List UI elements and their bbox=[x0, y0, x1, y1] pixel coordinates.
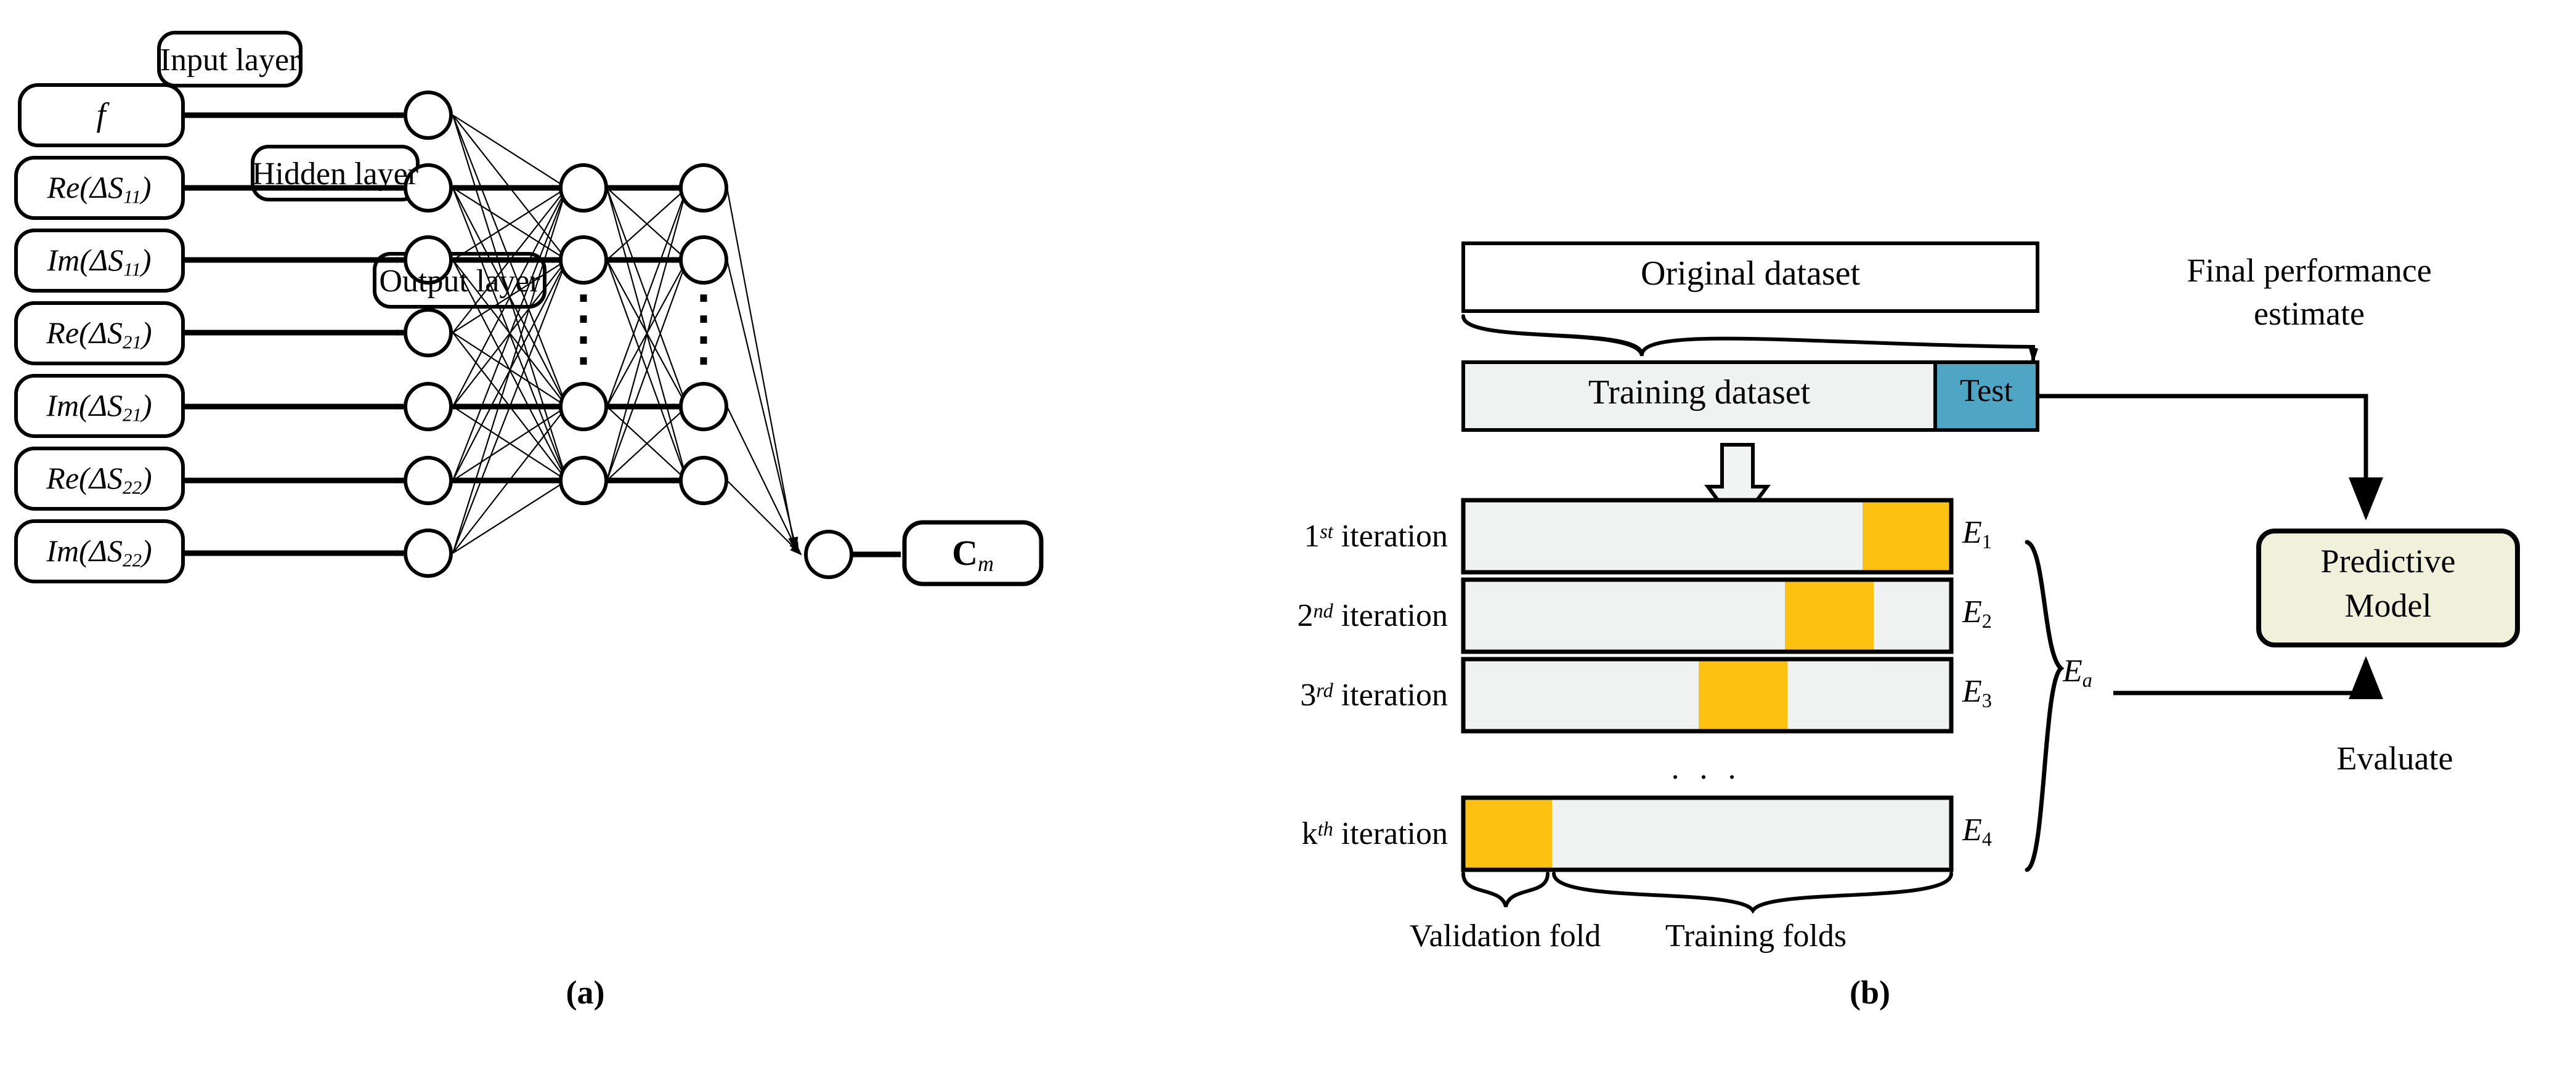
input-label-4: Im(ΔS21) bbox=[46, 388, 152, 426]
iteration-bar-1 bbox=[1461, 577, 1954, 654]
iteration-label-2: 3rd iteration bbox=[1300, 678, 1448, 713]
hidden1-neuron-2 bbox=[559, 382, 608, 431]
split-brace-left bbox=[1461, 315, 1644, 357]
panel-caption-b: (b) bbox=[1850, 974, 1890, 1011]
hidden-ellipsis bbox=[580, 294, 707, 376]
synapse-lines-h2-out bbox=[726, 187, 802, 556]
evaluate-label: Evaluate bbox=[2336, 740, 2453, 777]
hidden1-neuron-3 bbox=[559, 456, 608, 505]
iteration-bar-0 bbox=[1461, 498, 1954, 575]
input-neuron-5 bbox=[404, 456, 453, 505]
hidden-layer-label: Hidden layer bbox=[251, 156, 419, 192]
iteration-fold-1 bbox=[1785, 580, 1874, 652]
iteration-bar-3 bbox=[1461, 795, 1954, 872]
input-label-6: Im(ΔS22) bbox=[46, 533, 152, 571]
training-dataset-label: Training dataset bbox=[1588, 373, 1811, 411]
error-label-2: E3 bbox=[1962, 674, 1992, 712]
iteration-label-0: 1st iteration bbox=[1304, 519, 1448, 554]
hidden2-neuron-3 bbox=[679, 456, 728, 505]
predictive-model-line1: Predictive bbox=[2320, 543, 2456, 580]
error-label-1: E2 bbox=[1962, 594, 1992, 633]
synapse-lines-h1-h2 bbox=[606, 187, 688, 481]
input-neuron-4 bbox=[404, 382, 453, 431]
error-label-0: E1 bbox=[1962, 515, 1992, 553]
hidden1-neuron-0 bbox=[559, 163, 608, 213]
original-dataset-label: Original dataset bbox=[1640, 254, 1861, 293]
hidden2-neuron-2 bbox=[679, 382, 728, 431]
final-performance-line1: Final performance bbox=[2187, 252, 2432, 289]
output-neuron bbox=[804, 530, 853, 579]
input-neuron-0 bbox=[404, 91, 453, 140]
hidden2-neuron-0 bbox=[679, 163, 728, 213]
input-label-0: f bbox=[96, 96, 106, 133]
split-brace bbox=[1461, 314, 2035, 365]
iteration-fold-2 bbox=[1699, 659, 1787, 731]
layer-arrows bbox=[453, 185, 901, 557]
training-folds-brace bbox=[1552, 872, 1953, 914]
error-label-3: E4 bbox=[1962, 813, 1992, 851]
evaluate-connector bbox=[2113, 656, 2383, 699]
input-label-1: Re(ΔS11) bbox=[47, 170, 152, 208]
iteration-bar-2 bbox=[1461, 657, 1954, 734]
validation-fold-brace bbox=[1461, 872, 1550, 907]
iteration-label-3: kth iteration bbox=[1301, 816, 1448, 851]
input-neuron-3 bbox=[404, 308, 453, 357]
input-label-2: Im(ΔS11) bbox=[47, 243, 152, 280]
iteration-label-1: 2nd iteration bbox=[1297, 598, 1448, 633]
cv-iteration-bars bbox=[1461, 498, 1954, 872]
split-down-arrow-icon bbox=[1704, 443, 1771, 530]
output-cm-label: Cm bbox=[952, 533, 994, 577]
test-label: Test bbox=[1960, 373, 2013, 408]
error-aggregate-brace bbox=[2025, 540, 2065, 872]
aggregate-error-label: Ea bbox=[2063, 654, 2092, 692]
validation-fold-label: Validation fold bbox=[1409, 918, 1601, 954]
training-folds-label: Training folds bbox=[1665, 918, 1847, 954]
iteration-fold-0 bbox=[1863, 500, 1951, 572]
neurons bbox=[404, 91, 853, 579]
split-brace-arrow bbox=[2028, 346, 2038, 363]
predictive-model-line2: Model bbox=[2344, 587, 2432, 624]
panel-caption-a: (a) bbox=[566, 974, 605, 1011]
iteration-fold-3 bbox=[1463, 798, 1552, 870]
input-label-3: Re(ΔS21) bbox=[46, 315, 152, 353]
test-to-model-connector bbox=[2038, 394, 2383, 521]
output-layer-label: Output layer bbox=[379, 264, 540, 299]
input-label-5: Re(ΔS22) bbox=[46, 461, 152, 498]
hidden2-neuron-1 bbox=[679, 235, 728, 285]
synapse-lines-in-h1 bbox=[452, 115, 568, 554]
rows-ellipsis: . . . bbox=[1671, 751, 1742, 786]
input-neuron-6 bbox=[404, 529, 453, 578]
hidden1-neuron-1 bbox=[559, 235, 608, 285]
final-performance-line2: estimate bbox=[2254, 295, 2365, 332]
input-layer-label: Input layer bbox=[160, 43, 300, 78]
